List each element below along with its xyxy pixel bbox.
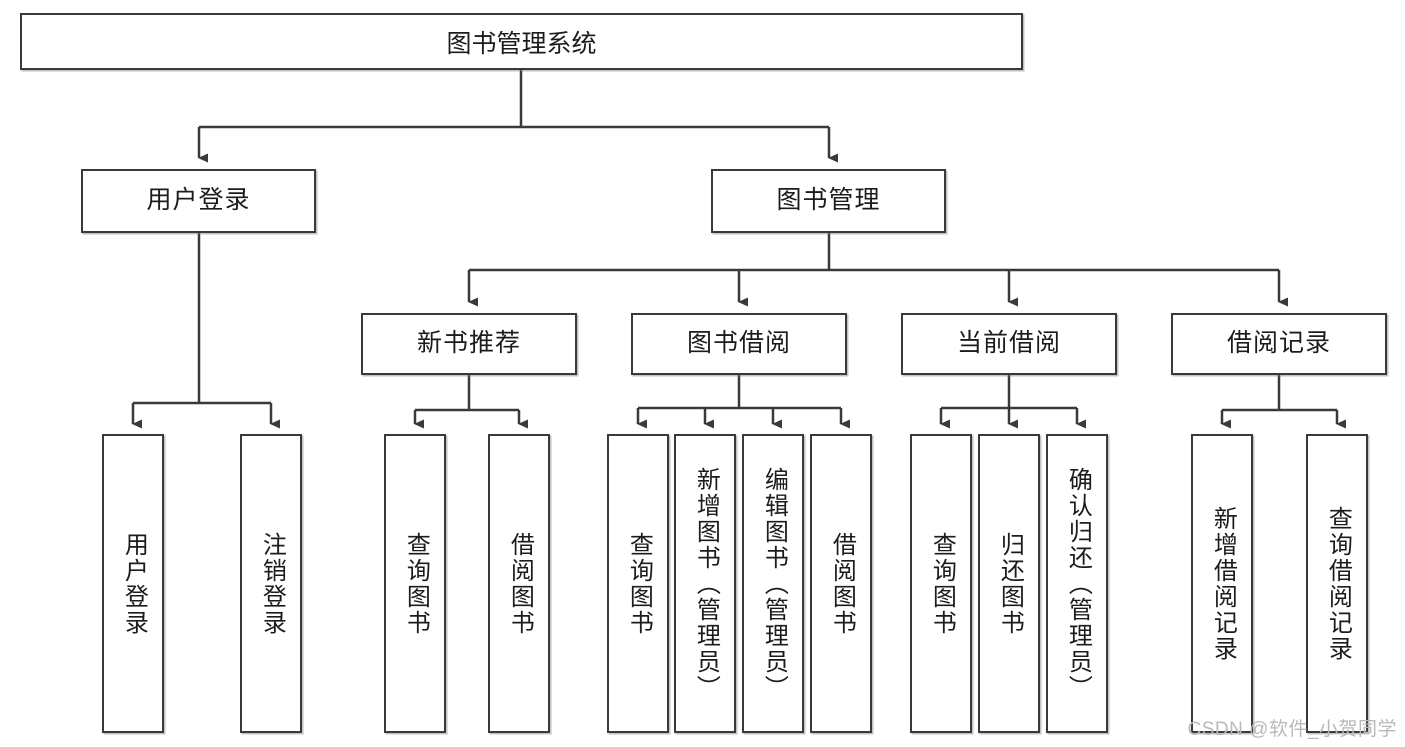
leaf-current-borrow-query-book[interactable]: 查询图书 <box>910 434 972 733</box>
leaf-borrow-record-add-record[interactable]: 新增借阅记录 <box>1191 434 1253 733</box>
leaf-book-borrow-query-book[interactable]: 查询图书 <box>607 434 669 733</box>
leaf-label: 新增图书（管理员） <box>692 466 720 701</box>
node-root-label: 图书管理系统 <box>446 29 597 58</box>
node-user-login-label: 用户登录 <box>146 186 251 215</box>
leaf-book-borrow-add-book-admin[interactable]: 新增图书（管理员） <box>674 434 736 733</box>
node-book-management-label: 图书管理 <box>776 186 881 215</box>
leaf-current-borrow-return-book[interactable]: 归还图书 <box>978 434 1040 733</box>
leaf-label: 查询图书 <box>625 531 653 636</box>
leaf-borrow-record-query-record[interactable]: 查询借阅记录 <box>1306 434 1368 733</box>
leaf-label: 归还图书 <box>996 531 1024 636</box>
leaf-book-borrow-borrow-book[interactable]: 借阅图书 <box>810 434 872 733</box>
leaf-label: 查询借阅记录 <box>1324 505 1352 662</box>
leaf-current-borrow-confirm-return-admin[interactable]: 确认归还（管理员） <box>1046 434 1108 733</box>
leaf-label: 查询图书 <box>928 531 956 636</box>
node-book-management[interactable]: 图书管理 <box>711 169 946 233</box>
node-new-book-recommend-label: 新书推荐 <box>416 329 521 358</box>
node-new-book-recommend[interactable]: 新书推荐 <box>361 313 577 375</box>
leaf-label: 查询图书 <box>402 531 430 636</box>
node-current-borrow-label: 当前借阅 <box>956 329 1061 358</box>
node-book-borrow-label: 图书借阅 <box>686 329 791 358</box>
node-borrow-record-label: 借阅记录 <box>1226 329 1331 358</box>
leaf-user-login-logout[interactable]: 注销登录 <box>240 434 302 733</box>
node-borrow-record[interactable]: 借阅记录 <box>1171 313 1387 375</box>
leaf-label: 确认归还（管理员） <box>1064 466 1092 701</box>
watermark: CSDN @软件_小贺同学 <box>1187 719 1397 740</box>
leaf-new-book-borrow-book[interactable]: 借阅图书 <box>488 434 550 733</box>
node-current-borrow[interactable]: 当前借阅 <box>901 313 1117 375</box>
leaf-label: 编辑图书（管理员） <box>760 466 788 701</box>
leaf-label: 新增借阅记录 <box>1209 505 1237 662</box>
leaf-label: 借阅图书 <box>506 531 534 636</box>
leaf-label: 用户登录 <box>120 531 148 636</box>
leaf-label: 注销登录 <box>258 531 286 636</box>
node-user-login[interactable]: 用户登录 <box>81 169 316 233</box>
node-book-borrow[interactable]: 图书借阅 <box>631 313 847 375</box>
leaf-new-book-query-book[interactable]: 查询图书 <box>384 434 446 733</box>
leaf-user-login-login[interactable]: 用户登录 <box>102 434 164 733</box>
node-root-book-management-system[interactable]: 图书管理系统 <box>20 13 1023 70</box>
leaf-label: 借阅图书 <box>828 531 856 636</box>
leaf-book-borrow-edit-book-admin[interactable]: 编辑图书（管理员） <box>742 434 804 733</box>
